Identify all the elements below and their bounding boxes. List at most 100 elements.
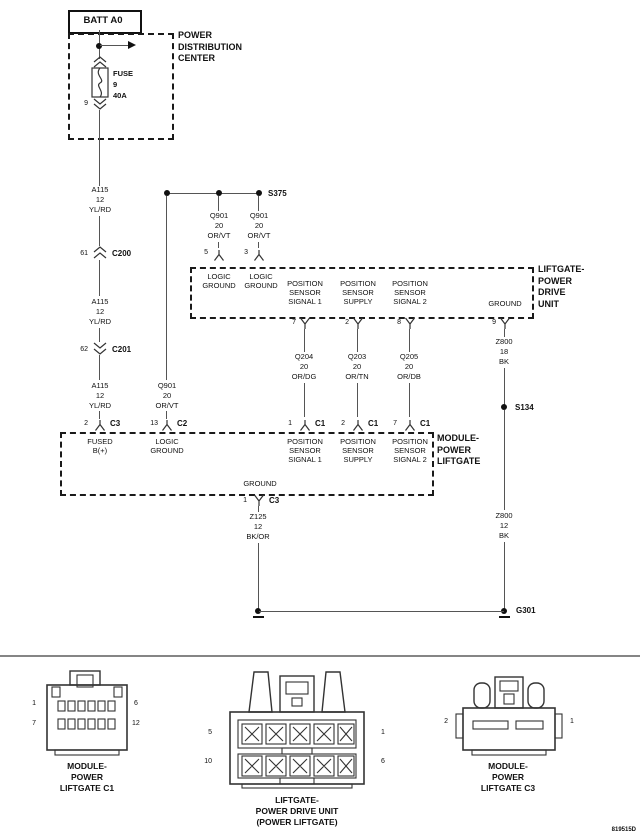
wire-segment <box>504 542 505 610</box>
wire-segment <box>304 329 305 352</box>
wire-segment <box>504 368 505 405</box>
splice-s134-label: S134 <box>515 403 534 412</box>
wire-segment <box>99 216 100 246</box>
pin-terminal-icon <box>214 250 224 261</box>
section-divider <box>0 655 640 657</box>
pdu-face-pin-tr: 1 <box>381 729 385 736</box>
pdu-position-sensor-signal2: POSITION SENSOR SIGNAL 2 <box>392 279 428 306</box>
wire-segment <box>304 383 305 417</box>
connector-c2-ref: C2 <box>177 419 188 428</box>
connector-c201: C201 <box>112 345 132 354</box>
wire-segment <box>504 329 505 337</box>
ground-bus-line <box>259 611 504 612</box>
pdu-pin3-num: 3 <box>244 249 248 256</box>
wire-label-z800-12: Z800 12 BK <box>495 511 513 540</box>
module-power-liftgate-box <box>60 432 434 496</box>
wire-segment <box>258 196 259 211</box>
wire-segment <box>99 328 100 342</box>
pin-terminal-icon <box>162 420 172 431</box>
wire-segment <box>218 196 219 211</box>
module-fused-label: FUSED B(+) <box>87 437 113 455</box>
module-sig2-pin: 7 <box>393 420 397 427</box>
pdc-label: POWER DISTRIBUTION CENTER <box>178 30 242 63</box>
connector-chevron-up-icon <box>93 56 107 68</box>
wire-label-a115-3: A115 12 YL/RD <box>88 381 112 410</box>
pdu-face-pin-br: 6 <box>381 758 385 765</box>
module-ground-label: GROUND <box>243 479 277 488</box>
wire-label-q901-2: Q901 20 OR/VT <box>247 211 271 240</box>
wire-segment <box>357 383 358 417</box>
wire-segment <box>166 196 167 380</box>
module-label: MODULE- POWER LIFTGATE <box>437 433 481 466</box>
fuse-icon <box>91 67 109 98</box>
wire-label-z125: Z125 12 BK/OR <box>246 512 270 541</box>
connector-chevron-up-icon <box>93 246 107 259</box>
c1-pin-tr: 6 <box>134 700 138 707</box>
connector-chevron-down-icon <box>93 342 107 355</box>
pdc-exit-pin: 9 <box>84 100 88 107</box>
module-supply-pin: 2 <box>341 420 345 427</box>
pin-terminal-icon <box>254 250 264 261</box>
splice-s134-dot <box>501 404 507 410</box>
c200-pin: 61 <box>80 250 88 257</box>
connector-c1-ref: C1 <box>420 419 431 428</box>
fuse-number: 9 <box>113 80 118 89</box>
module-signal1-label: POSITION SENSOR SIGNAL 1 <box>287 437 323 464</box>
pdu-face-pin-bl: 10 <box>204 758 212 765</box>
connector-c200: C200 <box>112 249 132 258</box>
connector-pdu-face-icon <box>229 671 365 789</box>
c1-pin-tl: 1 <box>32 700 36 707</box>
module-signal2-label: POSITION SENSOR SIGNAL 2 <box>392 437 428 464</box>
splice-bus-line <box>167 193 260 194</box>
pin-terminal-icon <box>300 420 310 431</box>
c1-caption: MODULE- POWER LIFTGATE C1 <box>59 761 115 793</box>
battery-label: BATT A0 <box>83 15 123 26</box>
ground-g301-dot <box>501 608 507 614</box>
wire-segment <box>99 110 100 186</box>
pin-terminal-icon <box>300 317 310 329</box>
wire-label-a115-2: A115 12 YL/RD <box>88 297 112 326</box>
splice-s375-label: S375 <box>268 189 287 198</box>
wire-segment <box>258 242 259 248</box>
connector-c1-ref: C1 <box>368 419 379 428</box>
wire-label-a115-1: A115 12 YL/RD <box>88 185 112 214</box>
wire-label-z800-18: Z800 18 BK <box>495 337 513 366</box>
wire-segment <box>258 543 259 610</box>
c1-pin-bl: 7 <box>32 720 36 727</box>
connector-c3-ref: C3 <box>110 419 121 428</box>
pin-terminal-icon <box>405 317 415 329</box>
module-fused-pin: 2 <box>84 420 88 427</box>
feed-arrow-icon <box>128 41 136 49</box>
pin-terminal-icon <box>353 317 363 329</box>
module-logic-ground-label: LOGIC GROUND <box>150 437 184 455</box>
ground-symbol-icon <box>253 616 264 618</box>
c3-pin-r: 1 <box>570 718 574 725</box>
c201-pin: 62 <box>80 346 88 353</box>
wire-label-q204: Q204 20 OR/DG <box>291 352 317 381</box>
pdu-pin8-num: 8 <box>397 319 401 326</box>
module-supply-label: POSITION SENSOR SUPPLY <box>340 437 376 464</box>
pin-terminal-icon <box>405 420 415 431</box>
module-ground-pin: 1 <box>243 497 247 504</box>
connector-c3-ref: C3 <box>269 496 280 505</box>
wire-label-q203: Q203 20 OR/TN <box>345 352 369 381</box>
wire-segment <box>409 383 410 417</box>
pdu-logic-ground-1: LOGIC GROUND <box>202 272 236 290</box>
pdu-face-caption: LIFTGATE- POWER DRIVE UNIT (POWER LIFTGA… <box>255 795 339 827</box>
pin-terminal-icon <box>254 494 264 506</box>
junction-dot <box>216 190 222 196</box>
c3-caption: MODULE- POWER LIFTGATE C3 <box>480 761 536 793</box>
pdu-pin7-num: 7 <box>292 319 296 326</box>
c3-pin-l: 2 <box>444 718 448 725</box>
junction-dot <box>164 190 170 196</box>
wire-segment <box>409 329 410 352</box>
pdu-face-pin-tl: 5 <box>208 729 212 736</box>
pdu-position-sensor-signal1: POSITION SENSOR SIGNAL 1 <box>287 279 323 306</box>
wire-segment <box>218 242 219 248</box>
diagram-code: 819515D <box>611 827 636 833</box>
splice-s375-dot <box>256 190 262 196</box>
pin-terminal-icon <box>353 420 363 431</box>
feed-line <box>100 45 128 46</box>
fuse-name: FUSE <box>113 69 134 78</box>
